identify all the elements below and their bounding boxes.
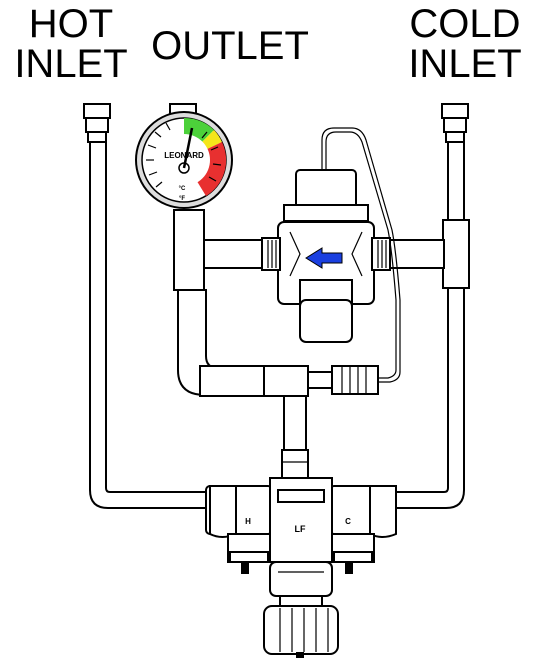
gauge-unit-c: °C — [179, 186, 186, 192]
flow-arrow-icon — [305, 247, 343, 269]
mixing-valve-block: H C LF — [205, 477, 397, 574]
outlet-label: OUTLET — [151, 24, 309, 68]
gauge-brand-label: LEONARD — [164, 151, 204, 160]
hot-inlet-label: HOT INLET — [6, 4, 136, 84]
temperature-gauge: LEONARD °C °F — [135, 111, 233, 209]
cold-inlet-label: COLD INLET — [400, 4, 530, 84]
cold-inlet-pipe — [374, 103, 470, 509]
lf-marking: LF — [295, 524, 306, 534]
cold-inlet-label-line2: INLET — [408, 42, 522, 86]
gauge-needle — [182, 127, 194, 169]
sensor-connector — [305, 365, 379, 395]
thermostatic-valve — [261, 127, 401, 383]
cold-inlet-label-line1: COLD — [409, 2, 521, 46]
hot-inlet-label-line2: INLET — [14, 42, 128, 86]
hot-side-marking: H — [245, 517, 251, 526]
cold-side-marking: C — [345, 517, 351, 526]
gauge-unit-f: °F — [179, 196, 185, 202]
hot-inlet-label-line1: HOT — [28, 2, 114, 46]
center-stem — [263, 365, 309, 479]
outlet-pipe — [169, 103, 269, 397]
valve-handle — [263, 561, 339, 658]
